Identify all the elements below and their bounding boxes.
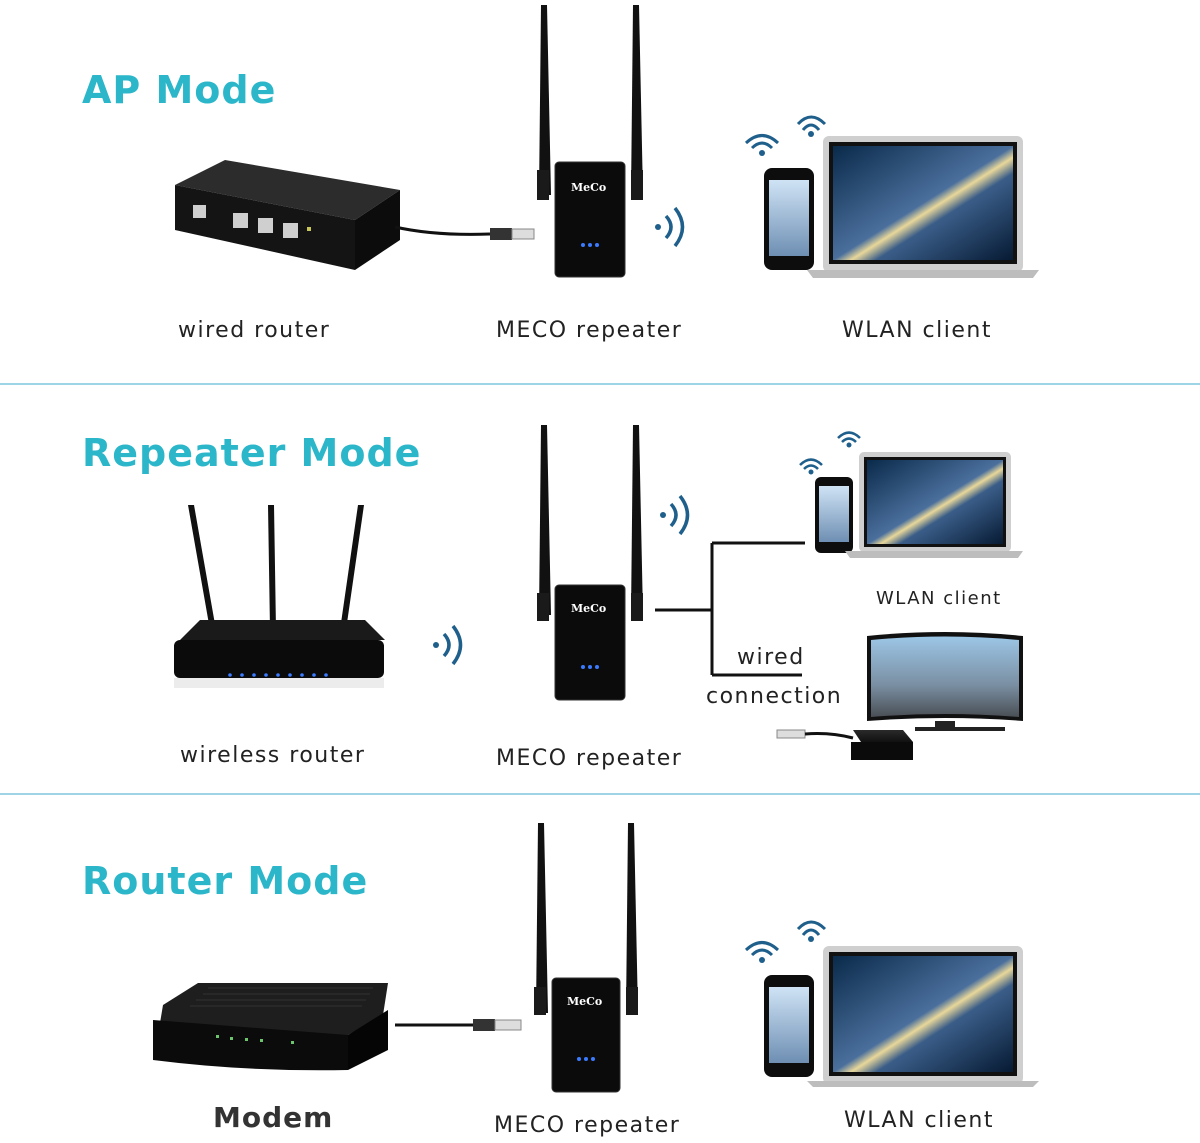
svg-text:MeCo: MeCo [571,181,606,194]
source-label: wired router [178,318,331,343]
repeater-label: MECO repeater [496,318,683,343]
wired-connection-label-line1: wired [737,645,805,670]
svg-text:MeCo: MeCo [567,995,602,1008]
repeater-label: MECO repeater [494,1113,681,1138]
svg-text:MeCo: MeCo [571,602,606,615]
smartphone-icon [744,941,814,1077]
repeater-label: MECO repeater [496,746,683,771]
repeater-icon: MeCo [534,823,638,1093]
source-label: Modem [213,1101,334,1134]
wireless-router-icon [174,505,385,688]
wifi-signal-icon [660,494,690,536]
laptop-icon [837,431,1023,558]
laptop-icon [796,115,1039,278]
client-label: WLAN client [876,588,1002,609]
ethernet-cable-icon [394,225,535,240]
section-repeater-mode: Repeater Mode MeCo [0,385,1200,793]
section-title: Repeater Mode [82,431,422,475]
repeater-icon: MeCo [537,5,643,278]
connection-lines [655,541,805,677]
tv-icon [867,632,1023,731]
wired-connection-label-line2: connection [706,684,843,709]
section-title: AP Mode [82,68,277,112]
repeater-icon: MeCo [537,425,643,701]
source-label: wireless router [180,743,366,768]
laptop-icon [796,920,1039,1087]
tv-box-icon [776,729,913,760]
wifi-signal-icon [655,206,685,248]
client-label: WLAN client [844,1108,994,1133]
ethernet-cable-icon [394,1019,522,1031]
section-ap-mode: AP Mode MeCo [0,0,1200,383]
section-router-mode: Router Mode MeCo [0,795,1200,1143]
ethernet-switch-icon [175,160,400,270]
modem-icon [153,983,388,1071]
smartphone-icon [799,458,853,553]
section-title: Router Mode [82,859,369,903]
wifi-signal-icon [433,624,463,666]
smartphone-icon [744,134,814,270]
section-divider [0,793,1200,795]
section-divider [0,383,1200,385]
client-label: WLAN client [842,318,992,343]
